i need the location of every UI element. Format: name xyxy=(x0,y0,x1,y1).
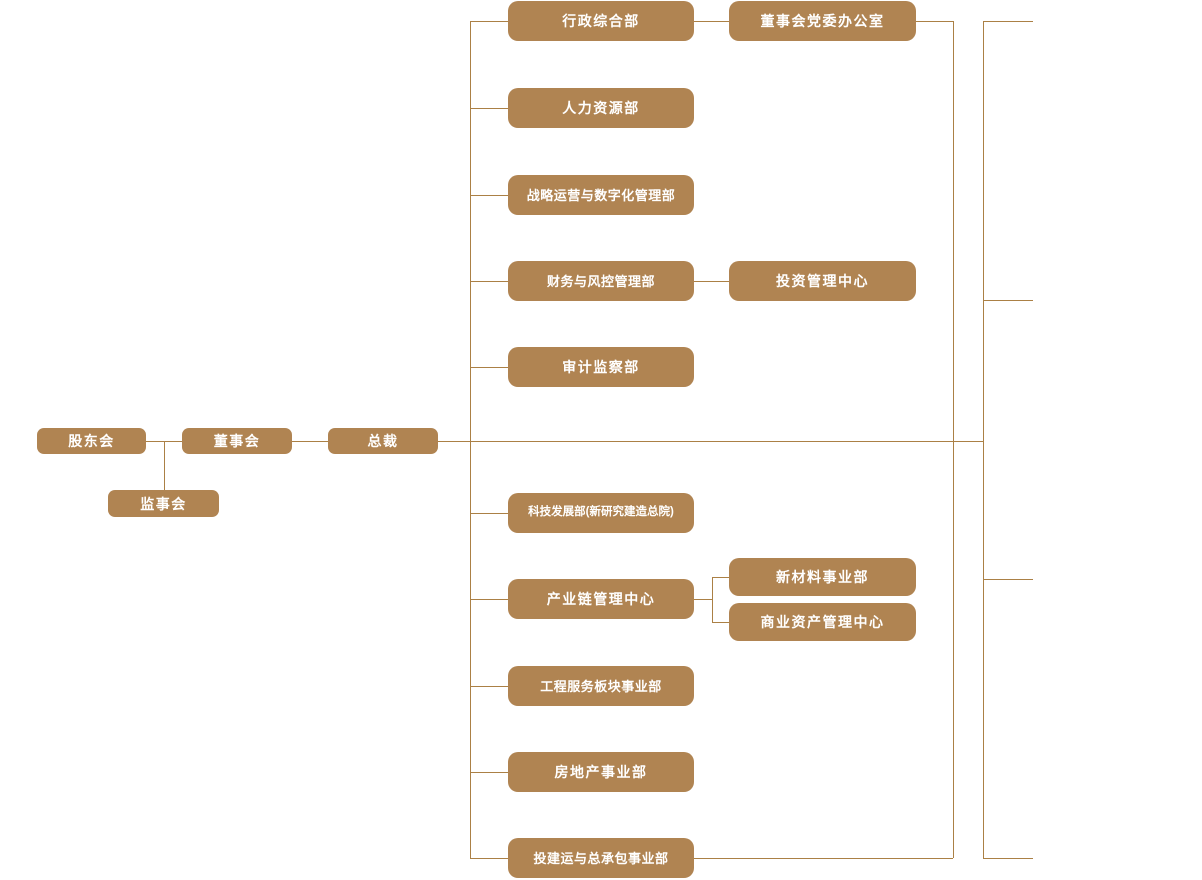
connector-row-tech xyxy=(470,513,508,514)
node-engineering-services-dept: 工程服务板块事业部 xyxy=(508,666,694,706)
node-industry-chain-center: 产业链管理中心 xyxy=(508,579,694,619)
connector-row-strategy xyxy=(470,195,508,196)
connector-row-real-estate xyxy=(470,772,508,773)
node-commercial-asset-center: 商业资产管理中心 xyxy=(729,603,916,641)
node-strategy-ops-digital-dept: 战略运营与数字化管理部 xyxy=(508,175,694,215)
connector-row-finance xyxy=(470,281,508,282)
connector-chain-branch-vertical xyxy=(712,577,713,622)
node-real-estate-dept: 房地产事业部 xyxy=(508,752,694,792)
node-admin-general-dept: 行政综合部 xyxy=(508,1,694,41)
node-tech-dev-dept: 科技发展部(新研究建造总院) xyxy=(508,493,694,533)
connector-branch-commercial-assets xyxy=(712,622,729,623)
connector-trunk-right-inner xyxy=(953,21,954,858)
connector-president-trunks xyxy=(438,441,983,442)
connector-right-stub-4 xyxy=(983,858,1033,859)
node-president: 总裁 xyxy=(328,428,438,454)
node-board-party-committee-office: 董事会党委办公室 xyxy=(729,1,916,41)
node-supervisory-board: 监事会 xyxy=(108,490,219,517)
connector-branch-new-materials xyxy=(712,577,729,578)
node-audit-supervision-dept: 审计监察部 xyxy=(508,347,694,387)
connector-row-epc xyxy=(470,858,508,859)
connector-board-president xyxy=(292,441,328,442)
connector-chain-branch-stem xyxy=(694,599,712,600)
connector-row-engineering xyxy=(470,686,508,687)
connector-drop-supervisory xyxy=(164,441,165,490)
connector-right-stub-3 xyxy=(983,579,1033,580)
node-shareholders: 股东会 xyxy=(37,428,146,454)
connector-party-office-trunk xyxy=(916,21,953,22)
node-new-materials-dept: 新材料事业部 xyxy=(729,558,916,596)
connector-right-stub-2 xyxy=(983,300,1033,301)
connector-row-audit xyxy=(470,367,508,368)
connector-row-hr xyxy=(470,108,508,109)
connector-right-stub-1 xyxy=(983,21,1033,22)
connector-row-admin xyxy=(470,21,508,22)
connector-row-industry-chain xyxy=(470,599,508,600)
node-board-of-directors: 董事会 xyxy=(182,428,292,454)
node-invest-build-epc-dept: 投建运与总承包事业部 xyxy=(508,838,694,878)
connector-finance-investment xyxy=(694,281,729,282)
connector-trunk-left xyxy=(470,21,471,858)
node-hr-dept: 人力资源部 xyxy=(508,88,694,128)
connector-admin-party-office xyxy=(694,21,729,22)
connector-trunk-right-outer xyxy=(983,21,984,858)
node-finance-risk-dept: 财务与风控管理部 xyxy=(508,261,694,301)
node-investment-mgmt-center: 投资管理中心 xyxy=(729,261,916,301)
connector-epc-trunk xyxy=(694,858,953,859)
